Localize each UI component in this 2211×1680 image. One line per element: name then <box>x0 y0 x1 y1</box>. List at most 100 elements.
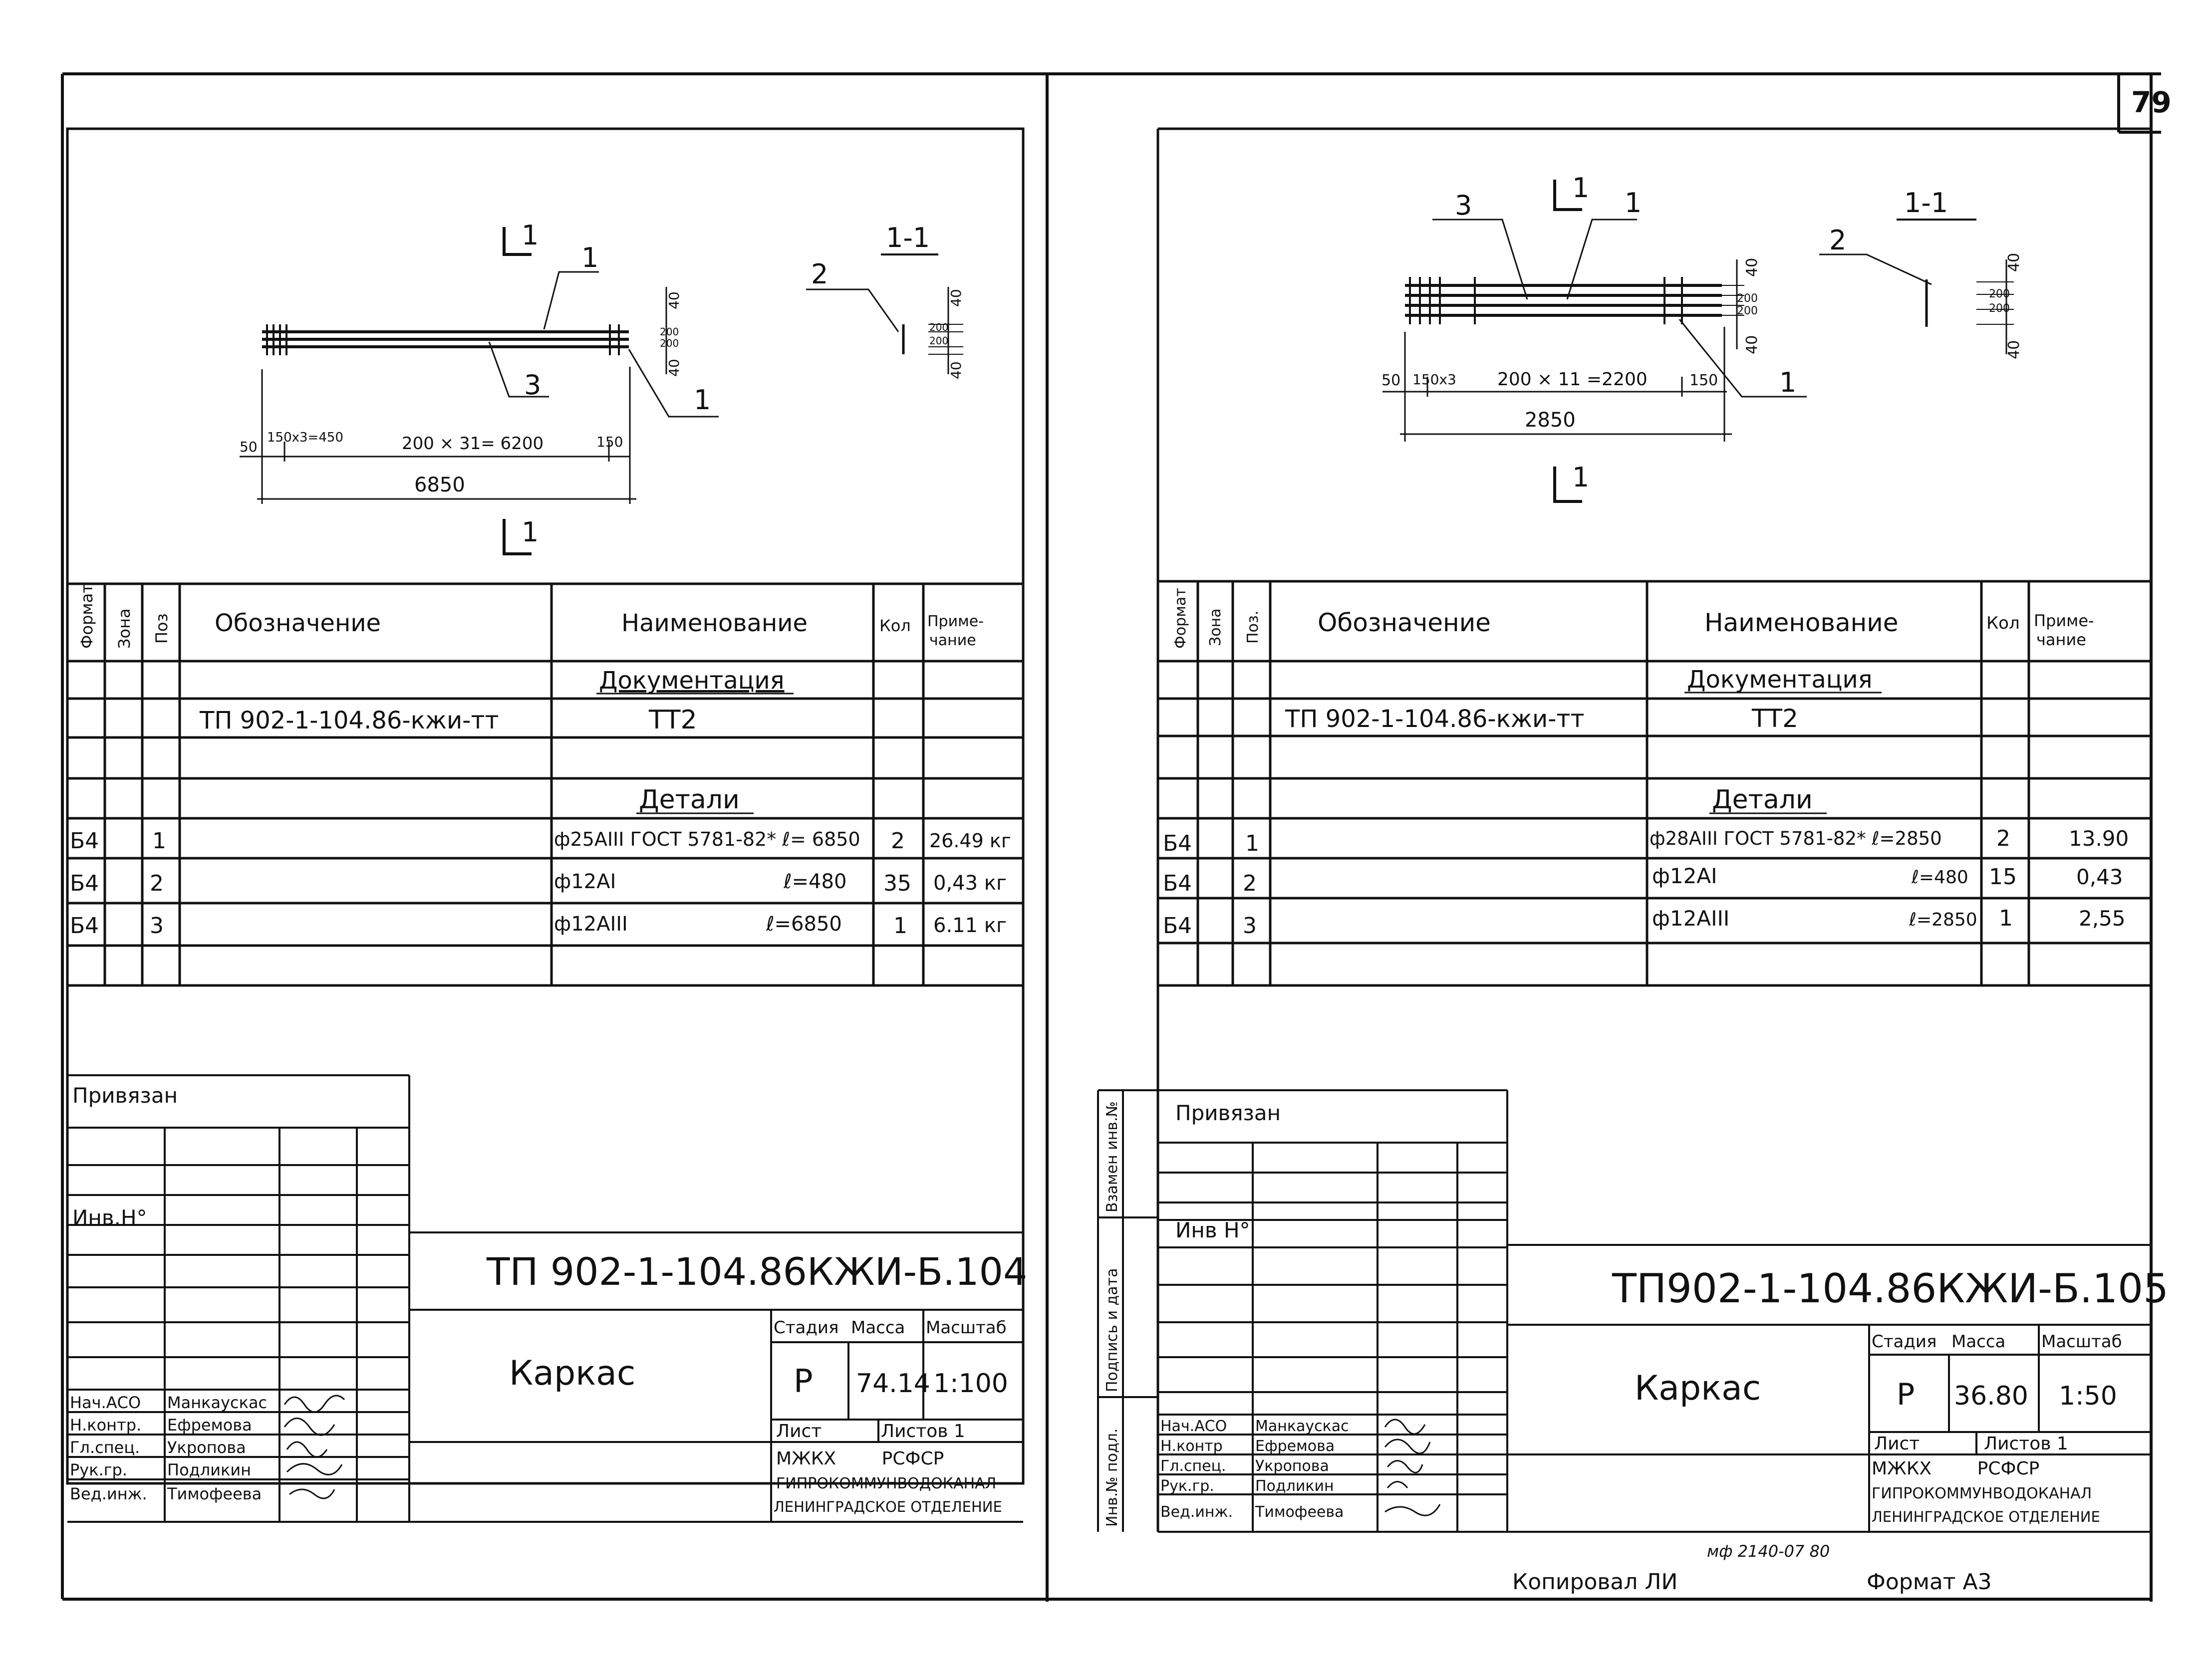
left-dim-6200: 200 × 31= 6200 <box>402 434 544 454</box>
right-sec-dim-200b: 200 <box>1737 305 1758 317</box>
right-spec-grid <box>1158 580 2151 987</box>
right-stamp-org3: ЛЕНИНГРАДСКОЕ ОТДЕЛЕНИЕ <box>1872 1508 2100 1525</box>
right-hdr-note-1: Приме- <box>2034 611 2094 630</box>
right-row2-length: ℓ=480 <box>1911 867 1968 888</box>
left-row2-note: 0,43 кг <box>933 872 1007 895</box>
right-role-3: Рук.гр. <box>1160 1477 1214 1495</box>
right-dim-150: 150 <box>1689 372 1718 389</box>
right-stamp-org1: МЖКХ РСФСР <box>1872 1458 2039 1479</box>
right-stamp-stage-label: Стадия <box>1872 1332 1936 1352</box>
left-stamp-stage: Р <box>794 1363 813 1400</box>
left-stamp-org2: ГИПРОКОММУНВОДОКАНАЛ <box>776 1475 996 1492</box>
right-row1-format: Б4 <box>1163 831 1192 856</box>
left-stamp-sheets: Листов 1 <box>881 1421 965 1441</box>
right-side-label-0: Взамен инв.№ <box>1104 1101 1121 1212</box>
right-sheet: 3 1 1 2 1 1 1-1 50 150x3 200 × 11 =2200 … <box>1097 127 2169 1595</box>
left-hdr-note-2: чание <box>929 632 976 649</box>
left-stamp-org3: ЛЕНИНГРАДСКОЕ ОТДЕЛЕНИЕ <box>774 1498 1002 1515</box>
right-callout-1a: 1 <box>1625 187 1642 219</box>
left-callout-1b: 1 <box>694 384 711 416</box>
right-doc-designation: ТП 902-1-104.86-кжи-тт <box>1285 705 1584 733</box>
left-row1-note: 26.49 кг <box>929 830 1011 852</box>
right-role-4: Вед.инж. <box>1160 1503 1233 1521</box>
right-stamp-grid <box>1097 1089 2151 1533</box>
left-stamp-scale-label: Масштаб <box>926 1318 1007 1338</box>
right-name-2: Укропова <box>1255 1457 1329 1475</box>
left-row3-length: ℓ=6850 <box>766 913 842 936</box>
right-sec-dim-200a: 200 <box>1737 292 1758 305</box>
right-name-0: Манкаускас <box>1255 1418 1349 1435</box>
left-section-doc: Документация <box>599 667 785 695</box>
left-section-title: 1-1 <box>886 222 930 253</box>
left-row2-pos: 2 <box>150 871 164 896</box>
right-row3-qty: 1 <box>1999 906 2013 931</box>
right-row1-qty: 2 <box>1996 826 2010 851</box>
right-hdr-format: Формат <box>1172 588 1189 649</box>
left-stamp-title: Каркас <box>509 1354 635 1393</box>
right-dim-2200: 200 × 11 =2200 <box>1497 369 1648 390</box>
left-sec-dim-200b: 200 <box>660 337 679 349</box>
left-callout-3: 3 <box>524 369 541 401</box>
left-sec-dim-200a: 200 <box>660 326 679 338</box>
left-sec2-dim-200a: 200 <box>929 321 948 333</box>
left-hdr-designation: Обозначение <box>215 609 381 637</box>
right-row3-format: Б4 <box>1163 913 1192 939</box>
left-sheet: 1 3 1 2 1 1 1-1 50 150x3=450 200 × 31= 6… <box>66 127 1027 1523</box>
left-row1-name: ф25АIII ГОСТ 5781-82* ℓ= 6850 <box>554 828 860 850</box>
right-dim-450: 150x3 <box>1412 371 1456 388</box>
right-side-label-2: Инв.№ подл. <box>1104 1429 1121 1527</box>
left-row3-format: Б4 <box>70 913 99 939</box>
right-hdr-name: Наименование <box>1704 608 1899 637</box>
right-name-1: Ефремова <box>1255 1438 1335 1455</box>
right-drawing <box>1382 180 2014 503</box>
left-row3-note: 6.11 кг <box>933 914 1007 937</box>
right-section-title: 1-1 <box>1904 187 1948 219</box>
right-stamp-sheet: Лист <box>1874 1434 1920 1454</box>
right-side-label-1: Подпись и дата <box>1104 1268 1121 1393</box>
left-role-3: Рук.гр. <box>70 1460 127 1479</box>
right-hdr-note-2: чание <box>2036 630 2086 649</box>
left-dim-total: 6850 <box>414 474 465 496</box>
left-name-4: Тимофеева <box>167 1484 262 1503</box>
right-stamp-sheets: Листов 1 <box>1984 1434 2068 1454</box>
left-row2-length: ℓ=480 <box>783 870 846 893</box>
right-section-details: Детали <box>1712 785 1813 815</box>
right-sec2-dim-40a: 40 <box>2005 253 2023 272</box>
left-row2-name: ф12АI <box>554 870 616 893</box>
footer-format: Формат А3 <box>1867 1569 1992 1595</box>
left-section-mark-top: 1 <box>522 220 539 251</box>
left-role-1: Н.контр. <box>70 1416 141 1435</box>
left-spec-row: Б4 3 ф12АIII ℓ=6850 1 6.11 кг <box>70 913 1007 939</box>
left-role-4: Вед.инж. <box>70 1484 147 1503</box>
right-stamp-privyazan: Привязан <box>1175 1101 1281 1125</box>
left-hdr-format: Формат <box>77 584 96 649</box>
right-section-mark-top: 1 <box>1572 172 1589 204</box>
right-stamp-mass-label: Масса <box>1951 1332 2005 1352</box>
left-stamp-scale: 1:100 <box>933 1369 1008 1399</box>
right-row3-pos: 3 <box>1243 913 1257 939</box>
left-hdr-pos: Поз <box>152 613 171 644</box>
left-stamp-mass-label: Масса <box>851 1318 905 1338</box>
right-stamp-org2: ГИПРОКОММУНВОДОКАНАЛ <box>1872 1485 2092 1502</box>
left-row1-format: Б4 <box>70 828 99 854</box>
left-spec-row: Б4 1 ф25АIII ГОСТ 5781-82* ℓ= 6850 2 26.… <box>70 828 1011 854</box>
footer-copied: Копировал ЛИ <box>1512 1569 1677 1595</box>
left-doc-designation: ТП 902-1-104.86-кжи-тт <box>199 707 499 734</box>
left-doc-name: ТТ2 <box>648 705 697 735</box>
left-callout-2: 2 <box>811 258 828 290</box>
footer-code: мф 2140-07 80 <box>1707 1542 1830 1561</box>
left-spec-row: Б4 2 ф12АI ℓ=480 35 0,43 кг <box>70 870 1007 896</box>
left-row3-pos: 3 <box>150 913 164 939</box>
left-sec2-dim-40a: 40 <box>948 289 964 307</box>
right-hdr-designation: Обозначение <box>1318 608 1491 637</box>
left-row3-name: ф12АIII <box>554 913 628 936</box>
right-stamp-title: Каркас <box>1635 1369 1761 1408</box>
right-row3-length: ℓ=2850 <box>1909 910 1977 930</box>
right-stamp-code: ТП902-1-104.86КЖИ-Б.105 <box>1612 1265 2169 1312</box>
left-row1-pos: 1 <box>152 828 166 854</box>
left-hdr-note-1: Приме- <box>927 613 984 630</box>
left-row2-qty: 35 <box>883 871 911 896</box>
left-role-2: Гл.спец. <box>70 1438 140 1457</box>
right-doc-name: ТТ2 <box>1751 704 1798 733</box>
left-stamp-code: ТП 902-1-104.86КЖИ-Б.104 <box>486 1249 1027 1294</box>
